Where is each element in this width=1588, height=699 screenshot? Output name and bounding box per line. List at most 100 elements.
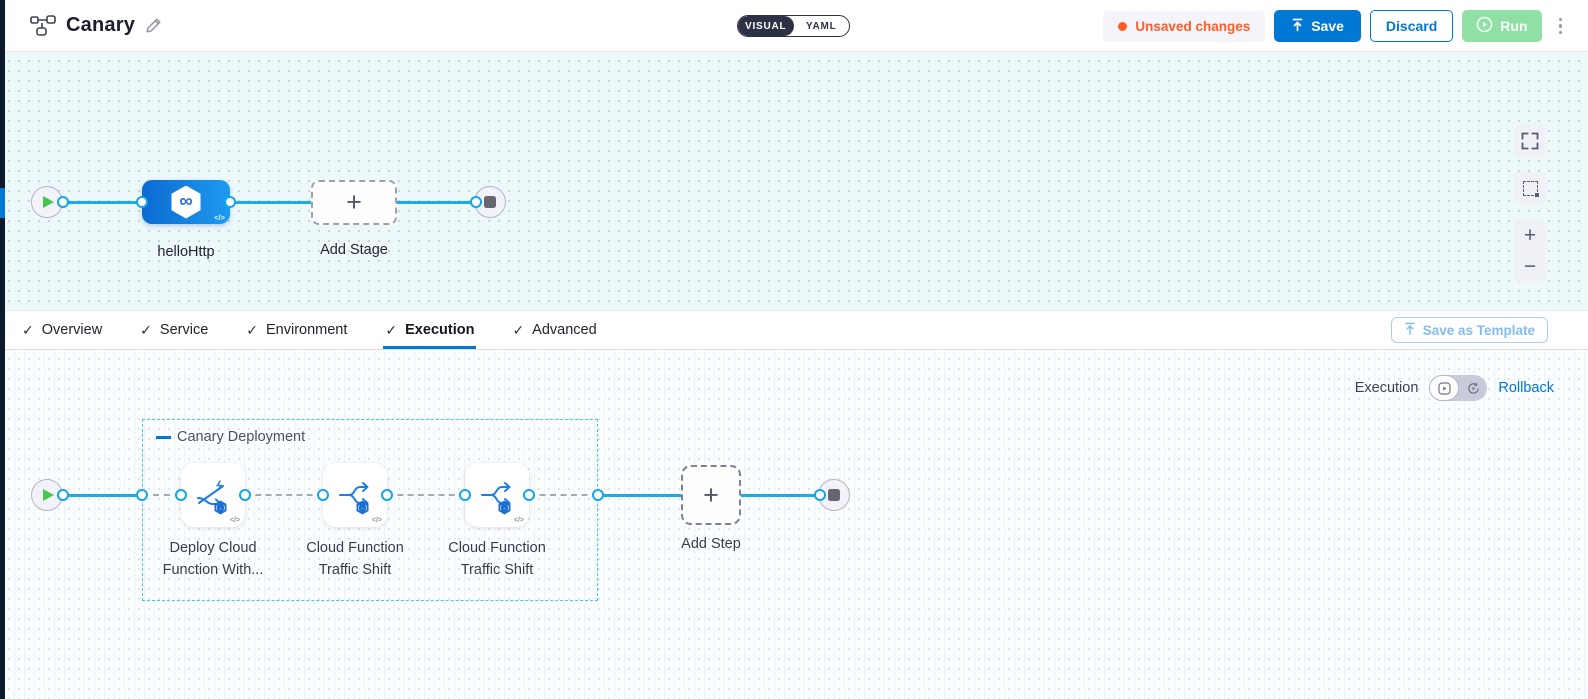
tab-service[interactable]: ✓ Service xyxy=(140,311,208,349)
edit-pencil-icon[interactable] xyxy=(145,17,162,34)
header-actions: Unsaved changes Save Discard xyxy=(1103,0,1570,52)
stop-icon xyxy=(484,196,496,208)
canary-deployment-group[interactable]: Canary Deployment xyxy=(142,419,598,601)
svg-text:(-): (-) xyxy=(215,505,226,512)
discard-button[interactable]: Discard xyxy=(1369,10,1454,42)
svg-text:(-): (-) xyxy=(499,505,510,512)
execution-toggle-segment[interactable] xyxy=(1429,375,1460,401)
zoom-in-button[interactable]: + xyxy=(1523,223,1537,247)
more-options-menu-icon[interactable] xyxy=(1551,12,1571,41)
tab-label: Execution xyxy=(405,322,475,338)
rollback-link[interactable]: Rollback xyxy=(1498,380,1554,396)
run-button[interactable]: Run xyxy=(1462,10,1542,42)
stage-node-hellohttp[interactable]: ∞ </> xyxy=(142,180,230,224)
wire-dashed xyxy=(387,494,465,496)
wire-start-stage xyxy=(63,201,142,204)
toggle-visual[interactable]: VISUAL xyxy=(738,16,794,36)
unsaved-text: Unsaved changes xyxy=(1135,18,1251,34)
toggle-yaml[interactable]: YAML xyxy=(805,20,837,32)
step-traffic-shift-2[interactable]: (-) </> xyxy=(465,463,529,527)
connector-ring[interactable] xyxy=(470,196,482,208)
wire-dashed xyxy=(245,494,323,496)
check-icon: ✓ xyxy=(246,321,258,338)
check-icon: ✓ xyxy=(385,321,398,338)
cloud-function-hexagon-icon: ∞ xyxy=(171,185,201,219)
add-stage-button[interactable]: + xyxy=(311,180,397,225)
wire-start-group xyxy=(63,494,142,497)
execution-canvas[interactable]: Execution Rollback xyxy=(0,350,1588,699)
save-upload-icon xyxy=(1291,18,1304,35)
tab-advanced[interactable]: ✓ Advanced xyxy=(512,311,596,349)
check-icon: ✓ xyxy=(512,321,525,338)
fit-to-screen-button[interactable] xyxy=(1514,125,1546,157)
zoom-out-button[interactable]: − xyxy=(1523,254,1537,278)
plus-icon: + xyxy=(703,479,719,510)
connector-ring[interactable] xyxy=(224,196,236,208)
save-as-template-label: Save as Template xyxy=(1422,322,1535,338)
step-badge-icon: (-) xyxy=(355,500,370,515)
pipeline-canvas[interactable]: ∞ </> + helloHttp Add Stage + − xyxy=(0,52,1588,310)
rollback-toggle-segment[interactable] xyxy=(1459,375,1487,401)
check-icon: ✓ xyxy=(22,321,34,338)
step-code-icon: </> xyxy=(513,517,524,524)
plus-icon: + xyxy=(346,187,362,217)
step-deploy-cloud-function[interactable]: (-) </> xyxy=(181,463,245,527)
stop-icon xyxy=(828,489,840,501)
tab-execution[interactable]: ✓ Execution xyxy=(383,311,477,349)
connector-ring[interactable] xyxy=(381,489,393,501)
connector-ring[interactable] xyxy=(317,489,329,501)
connector-ring[interactable] xyxy=(136,196,148,208)
add-step-button[interactable]: + xyxy=(681,465,741,525)
tab-environment[interactable]: ✓ Environment xyxy=(246,311,347,349)
connector-ring[interactable] xyxy=(136,489,148,501)
run-play-icon xyxy=(1476,16,1493,36)
stage-label: helloHttp xyxy=(157,244,215,260)
execution-rollback-toggle[interactable] xyxy=(1429,375,1488,401)
wire-stage-addstage xyxy=(230,201,311,204)
save-button[interactable]: Save xyxy=(1274,10,1361,42)
save-as-template-button[interactable]: Save as Template xyxy=(1390,317,1548,343)
execution-mode-label: Execution xyxy=(1354,380,1419,396)
step-label: Cloud Function Traffic Shift xyxy=(306,540,404,578)
nav-active-indicator xyxy=(0,188,5,218)
execution-mode-row: Execution Rollback xyxy=(1355,375,1554,401)
tab-label: Environment xyxy=(266,322,348,338)
tab-overview[interactable]: ✓ Overview xyxy=(22,311,102,349)
tab-label: Service xyxy=(159,322,209,338)
group-label[interactable]: Canary Deployment xyxy=(156,429,305,445)
unsaved-dot-icon xyxy=(1118,21,1128,31)
connector-ring[interactable] xyxy=(814,489,826,501)
connector-ring[interactable] xyxy=(239,489,251,501)
connector-ring[interactable] xyxy=(592,489,604,501)
wire-group-addstep xyxy=(598,494,681,497)
wire-addstep-end xyxy=(741,494,820,497)
step-label: Cloud Function Traffic Shift xyxy=(448,540,546,578)
connector-ring[interactable] xyxy=(459,489,471,501)
template-upload-icon xyxy=(1404,322,1416,338)
connector-ring[interactable] xyxy=(175,489,187,501)
play-icon xyxy=(43,196,54,208)
connector-ring[interactable] xyxy=(57,196,69,208)
marquee-select-button[interactable] xyxy=(1514,172,1546,204)
visual-yaml-toggle: VISUAL YAML xyxy=(737,15,850,37)
wire-dashed xyxy=(142,494,181,496)
add-stage-label: Add Stage xyxy=(320,242,388,258)
wire-dashed xyxy=(529,494,598,496)
stage-tabbar: ✓ Overview ✓ Service ✓ Environment ✓ Exe… xyxy=(0,310,1588,350)
group-title: Canary Deployment xyxy=(177,429,306,445)
collapse-dash-icon[interactable] xyxy=(156,435,171,439)
title-group: Canary xyxy=(30,14,162,37)
step-code-icon: </> xyxy=(371,517,382,524)
wire-addstage-end xyxy=(397,201,476,204)
connector-ring[interactable] xyxy=(523,489,535,501)
connector-ring[interactable] xyxy=(57,489,69,501)
step-label: Deploy Cloud Function With... xyxy=(162,540,264,578)
tab-label: Overview xyxy=(41,322,103,338)
page-title: Canary xyxy=(66,14,136,36)
svg-text:(-): (-) xyxy=(357,505,368,512)
zoom-controls: + − xyxy=(1514,220,1546,282)
pipeline-icon xyxy=(30,15,56,36)
left-nav-rail[interactable] xyxy=(0,0,5,699)
step-traffic-shift-1[interactable]: (-) </> xyxy=(323,463,387,527)
